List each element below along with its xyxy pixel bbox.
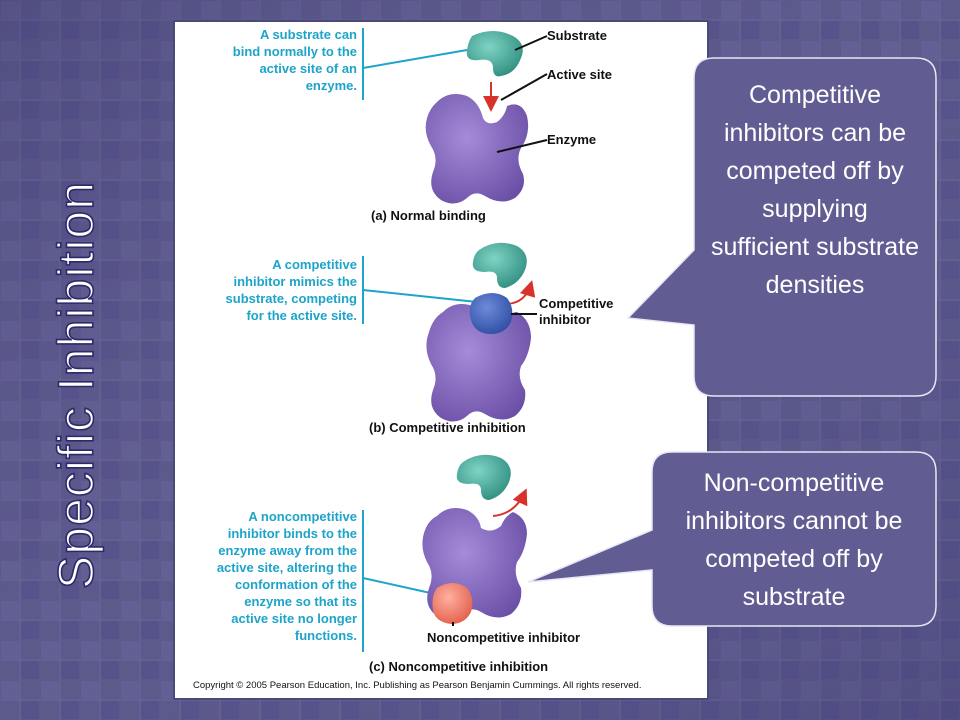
competitive-inhibitor-shape: [469, 293, 513, 334]
inhibition-figure: A substrate can bind normally to the act…: [173, 20, 709, 700]
noncompetitive-inhibitor-shape: [432, 583, 473, 624]
displacement-arrow-c: [492, 488, 528, 517]
enzyme-shape-a: [425, 94, 529, 204]
label-line-enzyme: [496, 139, 548, 153]
label-active-site: Active site: [547, 67, 613, 82]
label-line-active-site: [500, 73, 548, 101]
substrate-shape-b: [472, 242, 527, 288]
caption-pointer-a: [362, 49, 468, 69]
substrate-shape-a: [466, 31, 523, 77]
caption-competitive-inhibition: A competitive inhibitor mimics the subst…: [225, 257, 357, 323]
label-noncompetitive-inhibitor: Noncompetitive inhibitor: [427, 630, 581, 645]
caption-normal-binding: A substrate can bind normally to the act…: [232, 27, 357, 93]
slide-title: Specific Inhibition: [47, 180, 105, 590]
panel-title-normal-binding: (a) Normal binding: [371, 208, 486, 223]
caption-pointer-b: [362, 289, 478, 303]
caption-noncompetitive-inhibition: A noncompetitive inhibitor binds to the …: [216, 509, 357, 643]
label-competitive-inhibitor: Competitive inhibitor: [539, 296, 614, 327]
label-substrate: Substrate: [547, 28, 607, 43]
panel-title-noncompetitive-inhibition: (c) Noncompetitive inhibition: [369, 659, 549, 674]
copyright-notice: Copyright © 2005 Pearson Education, Inc.…: [193, 680, 642, 691]
figure-illustrations: [362, 28, 548, 652]
callout-text-competitive: Competitive inhibitors can be competed o…: [711, 81, 919, 299]
label-line-substrate: [514, 35, 548, 51]
label-enzyme: Enzyme: [547, 132, 597, 147]
enzyme-shape-b: [426, 304, 531, 422]
substrate-shape-c: [456, 454, 511, 500]
panel-title-competitive-inhibition: (b) Competitive inhibition: [369, 420, 526, 435]
callout-text-noncompetitive: Non-competitive inhibitors cannot be com…: [685, 469, 903, 611]
